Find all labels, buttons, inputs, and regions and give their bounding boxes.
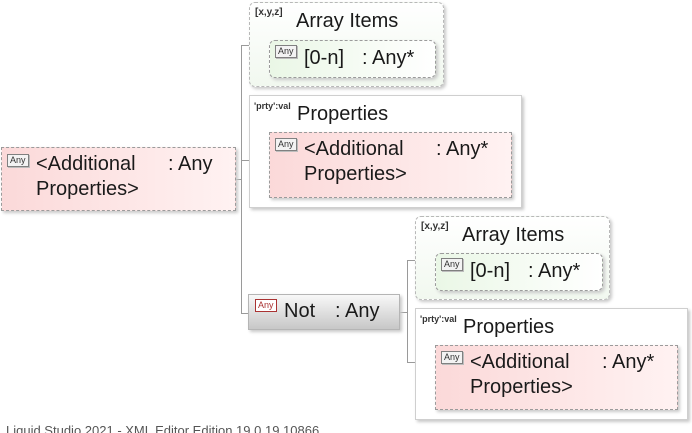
- node-type: : Any*: [602, 351, 655, 373]
- any-type-icon: Any: [441, 258, 463, 271]
- array-item-node[interactable]: Any [0-n] : Any*: [435, 253, 603, 291]
- array-icon: [x,y,z]: [421, 221, 449, 232]
- additional-properties-node[interactable]: Any <Additional Properties> : Any*: [435, 345, 678, 410]
- node-label: <Additional: [304, 138, 404, 160]
- connector: [400, 312, 408, 313]
- node-label: [0-n]: [470, 260, 511, 282]
- connector: [241, 45, 249, 46]
- connector: [407, 362, 415, 363]
- node-label-line2: Properties>: [470, 376, 573, 398]
- not-node[interactable]: Any Not : Any: [248, 294, 400, 330]
- footer-watermark: Liquid Studio 2021 - XML Editor Edition …: [6, 423, 320, 433]
- node-label-line2: Properties>: [304, 163, 407, 185]
- panel-title: Array Items: [296, 10, 399, 32]
- node-label: <Additional: [470, 351, 570, 373]
- properties-icon: 'prty':val: [420, 314, 457, 324]
- properties-icon: 'prty':val: [254, 101, 291, 111]
- array-icon: [x,y,z]: [255, 7, 283, 18]
- node-label-line2: Properties>: [36, 178, 139, 200]
- connector: [241, 313, 249, 314]
- node-label: [0-n]: [304, 47, 345, 69]
- connector: [407, 260, 415, 261]
- node-label: <Additional: [36, 153, 136, 175]
- node-type: : Any: [168, 153, 213, 175]
- node-type: : Any*: [436, 138, 489, 160]
- panel-title: Properties: [297, 103, 389, 125]
- array-item-node[interactable]: Any [0-n] : Any*: [269, 40, 436, 78]
- connector: [241, 160, 249, 161]
- any-type-icon: Any: [441, 351, 463, 364]
- any-type-icon: Any: [275, 45, 297, 58]
- panel-title: Array Items: [462, 224, 565, 246]
- any-type-icon: Any: [7, 154, 29, 167]
- panel-title: Properties: [463, 316, 555, 338]
- node-type: : Any: [335, 300, 380, 322]
- any-type-icon: Any: [275, 138, 297, 151]
- connector: [241, 45, 242, 314]
- connector: [236, 179, 242, 180]
- not-any-icon: Any: [255, 299, 277, 312]
- additional-properties-node[interactable]: Any <Additional Properties> : Any*: [269, 132, 512, 198]
- node-type: : Any*: [528, 260, 581, 282]
- node-type: : Any*: [362, 47, 415, 69]
- root-additional-properties-node[interactable]: Any <Additional Properties> : Any: [1, 147, 236, 211]
- node-label: Not: [284, 300, 316, 322]
- connector: [407, 260, 408, 362]
